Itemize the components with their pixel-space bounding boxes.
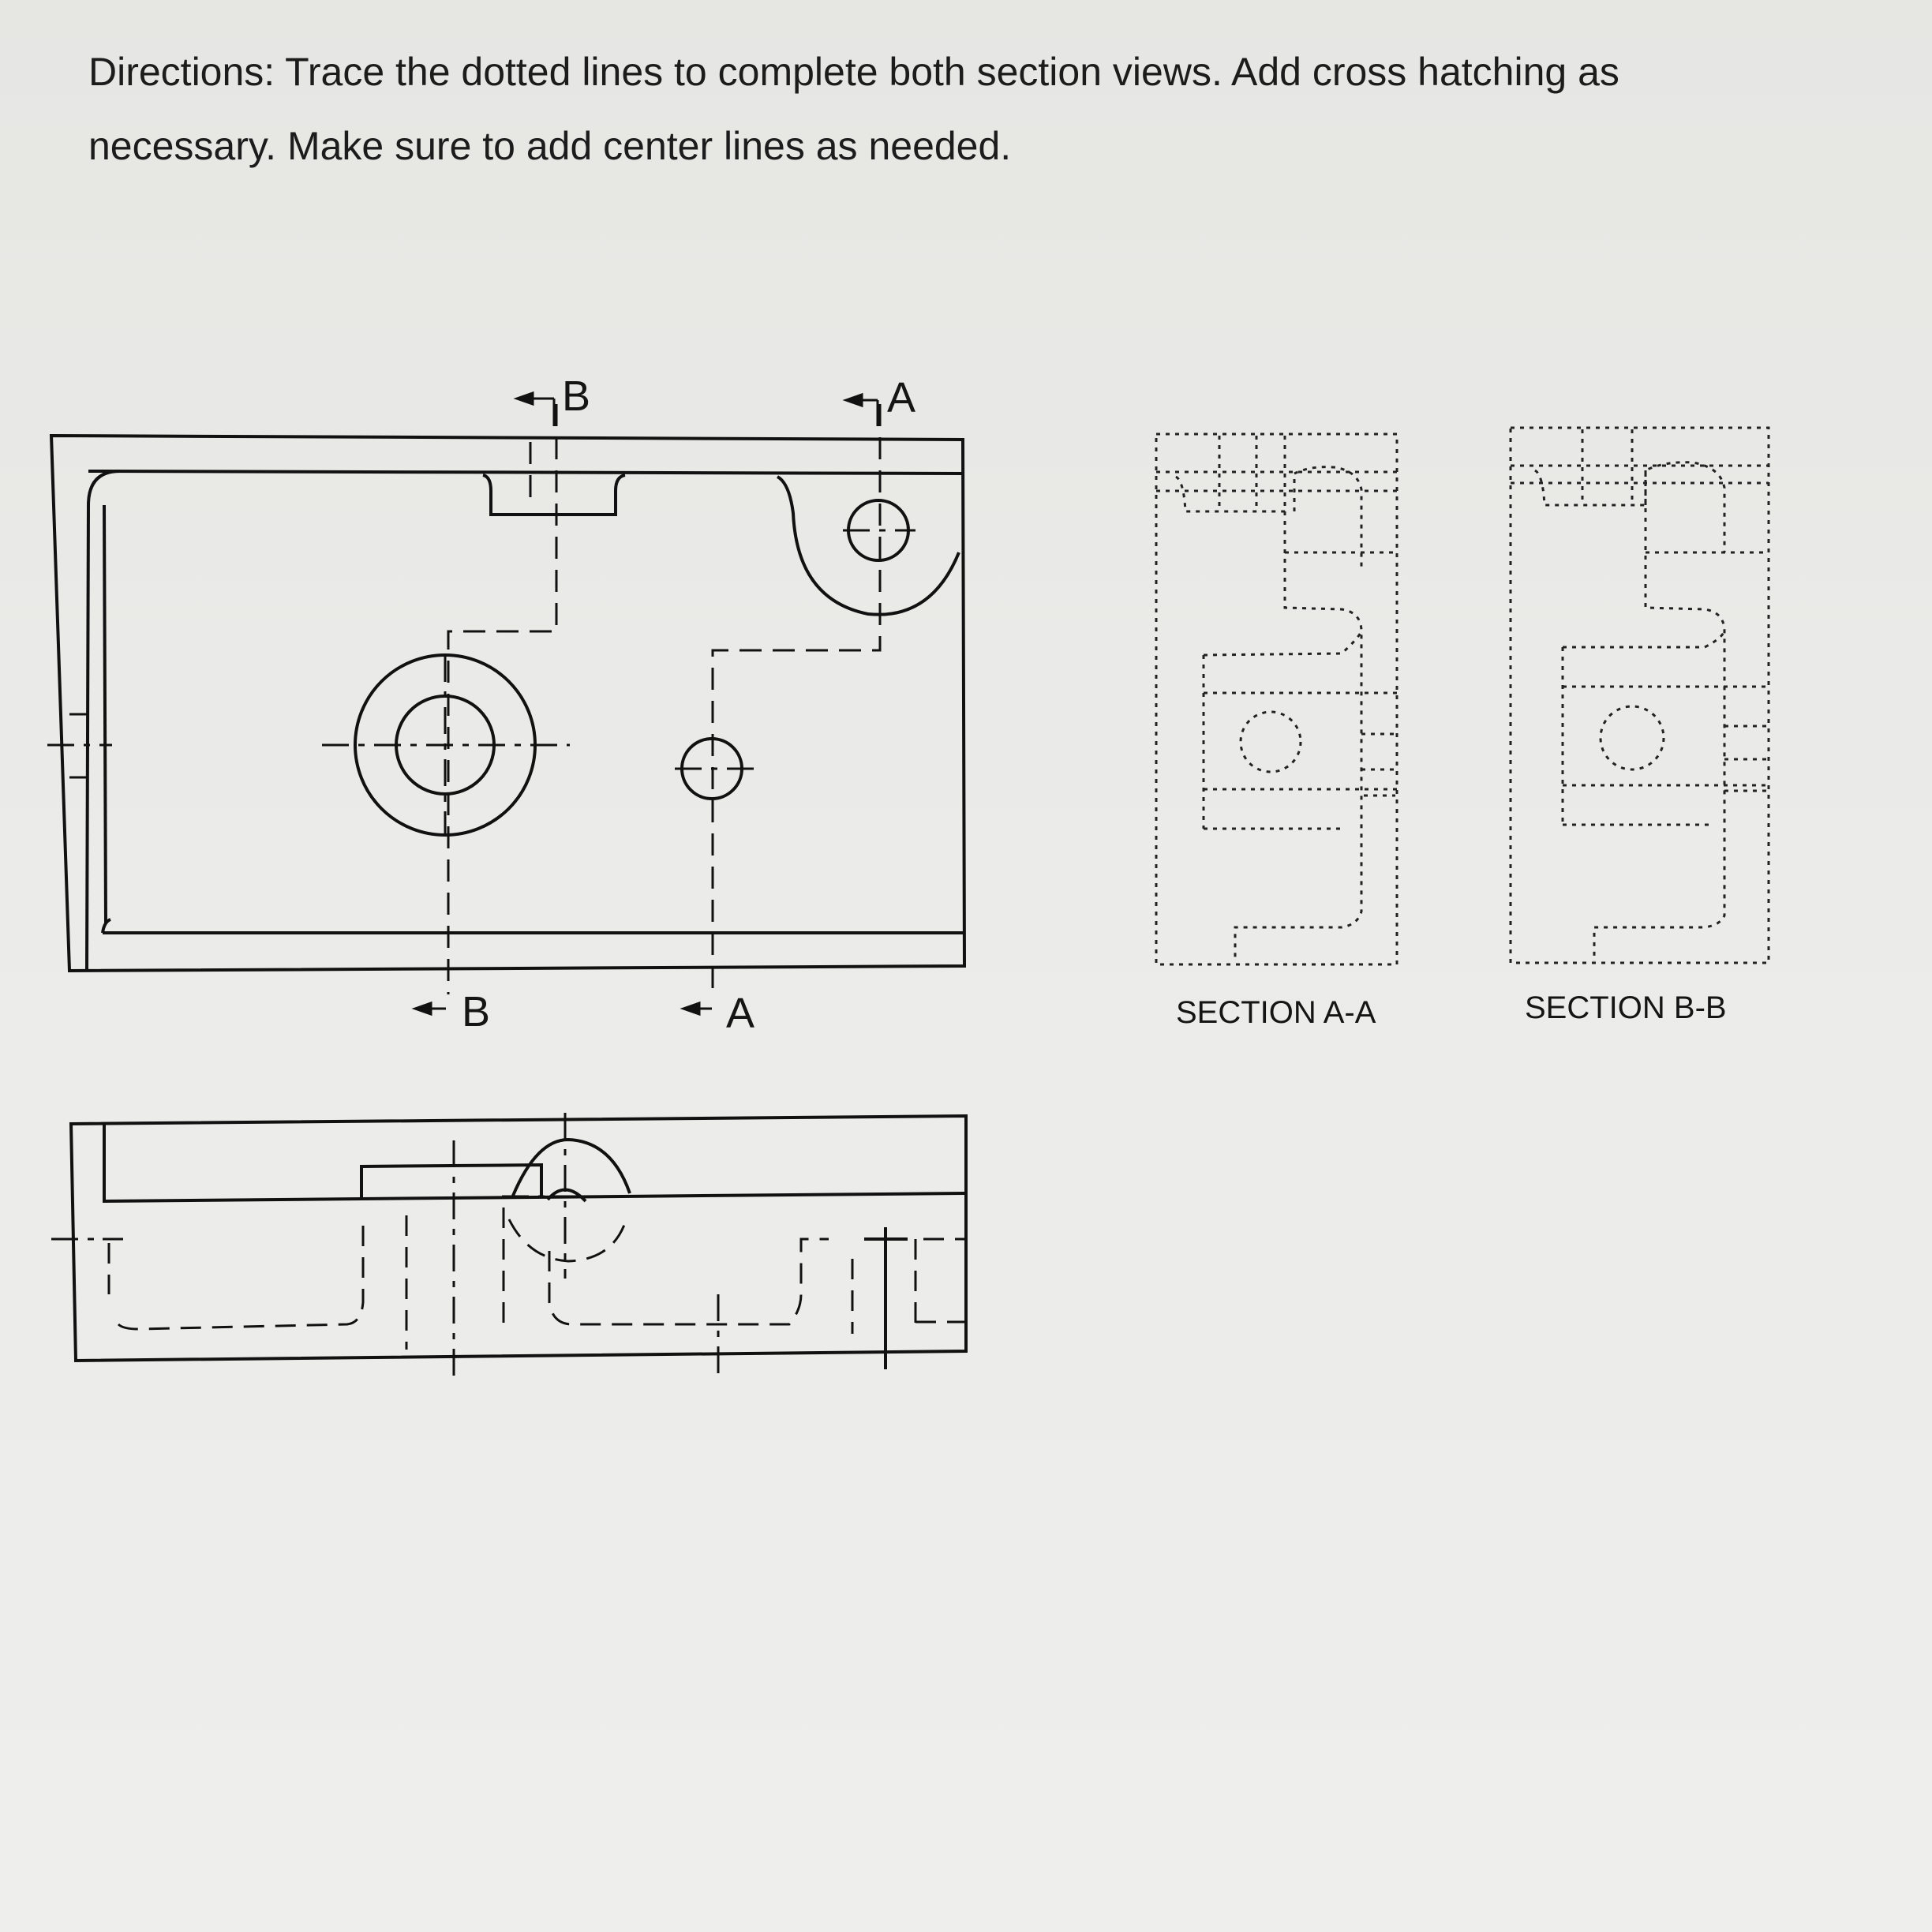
arrow-left-icon [680, 1001, 701, 1017]
top-view-front-left-fillet [101, 918, 111, 934]
arrow-left-icon [513, 391, 534, 406]
top-view-left-wall [85, 470, 121, 970]
section-b-b-title: SECTION B-B [1525, 990, 1727, 1025]
front-view-outline [69, 1114, 968, 1363]
directions-text: Directions: Trace the dotted lines to co… [88, 35, 1762, 183]
section-b-b-hole [1599, 705, 1665, 771]
front-view-slot-top [360, 1163, 543, 1200]
cutting-plane-a [711, 404, 882, 996]
top-view [49, 433, 967, 973]
hidden-line [548, 1237, 829, 1326]
top-view-slot [482, 474, 626, 516]
top-view-outline [49, 433, 967, 973]
front-view [69, 1114, 968, 1363]
section-b-b-outline [1509, 426, 1770, 964]
front-view-boss-arc [511, 1137, 631, 1196]
front-view-hidden-cavity [117, 1215, 365, 1331]
top-view-back-edge [88, 470, 964, 475]
directions-line-1: Directions: Trace the dotted lines to co… [88, 50, 1619, 94]
section-a-a-view [1155, 432, 1398, 966]
cutting-plane-label-b-bottom: B [462, 988, 490, 1035]
top-view-inner-left-edge [103, 504, 107, 924]
top-view-boss-arc [776, 475, 960, 616]
hidden-hole-arc [507, 1215, 629, 1263]
arrow-left-icon [842, 392, 863, 408]
section-b-b-view [1509, 426, 1770, 964]
front-view-top-surface [103, 1192, 965, 1203]
cutting-plane-b [447, 404, 558, 994]
cutting-plane-label-a-top: A [887, 374, 915, 421]
cutting-plane-label-a-bottom: A [726, 990, 754, 1037]
cutting-plane-label-b-top: B [562, 373, 590, 420]
directions-line-2: necessary. Make sure to add center lines… [88, 124, 1012, 168]
section-a-a-title: SECTION A-A [1176, 995, 1376, 1030]
section-a-a-outline [1155, 432, 1398, 966]
cutting-plane-markers [411, 391, 879, 1017]
arrow-left-icon [411, 1001, 432, 1017]
top-view-hidden-and-center-lines [47, 404, 915, 996]
section-a-a-hole [1239, 710, 1302, 773]
front-view-hidden-and-center-lines [51, 1113, 964, 1377]
